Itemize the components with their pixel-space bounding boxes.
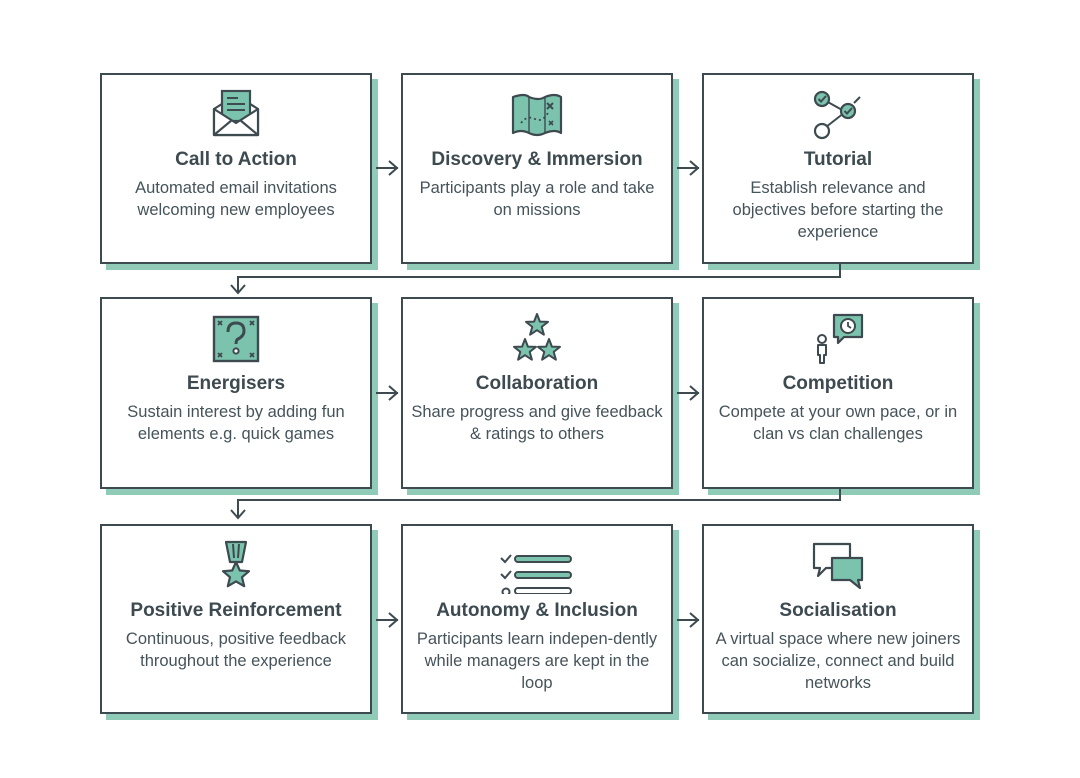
medal-icon [208, 538, 264, 594]
step-title: Discovery & Immersion [431, 149, 643, 170]
connector-arrow [677, 612, 700, 628]
connector-arrow [677, 385, 700, 401]
step-card-collaboration: Collaboration Share progress and give fe… [401, 297, 673, 489]
question-block-icon [208, 311, 264, 367]
step-card-competition: Competition Compete at your own pace, or… [702, 297, 974, 489]
step-title: Energisers [186, 373, 286, 394]
step-card-call-to-action: Call to Action Automated email invitatio… [100, 73, 372, 264]
step-card-tutorial: Tutorial Establish relevance and objecti… [702, 73, 974, 264]
step-description: Automated email invitations welcoming ne… [135, 179, 337, 219]
step-description: Participants learn indepen-dently while … [416, 630, 658, 692]
step-title: Call to Action [175, 149, 297, 170]
step-title: Tutorial [803, 149, 873, 170]
step-card-positive-reinforcement: Positive Reinforcement Continuous, posit… [100, 524, 372, 714]
step-title: Collaboration [475, 373, 599, 394]
three-stars-icon [509, 311, 565, 367]
chat-bubbles-icon [810, 538, 866, 594]
step-card-socialisation: Socialisation A virtual space where new … [702, 524, 974, 714]
step-title: Competition [782, 373, 894, 394]
step-description: Compete at your own pace, or in clan vs … [718, 403, 958, 443]
connector-arrow [376, 612, 399, 628]
connector-arrow [376, 385, 399, 401]
step-card-energisers: Energisers Sustain interest by adding fu… [100, 297, 372, 489]
step-description: Share progress and give feedback & ratin… [411, 403, 663, 443]
step-title: Positive Reinforcement [130, 600, 342, 621]
connector-arrow [230, 264, 841, 295]
step-title: Autonomy & Inclusion [436, 600, 638, 621]
person-clock-icon [810, 311, 866, 367]
step-description: Participants play a role and take on mis… [419, 179, 655, 219]
checklist-icon [497, 538, 577, 594]
envelope-icon [208, 87, 264, 143]
treasure-map-icon [509, 87, 565, 143]
step-description: Sustain interest by adding fun elements … [127, 403, 345, 443]
checkpoint-path-icon [810, 87, 866, 143]
step-description: A virtual space where new joiners can so… [715, 630, 961, 692]
step-description: Continuous, positive feedback throughout… [125, 630, 347, 670]
connector-arrow [677, 160, 700, 176]
connector-arrow [376, 160, 399, 176]
connector-arrow [230, 489, 841, 520]
step-description: Establish relevance and objectives befor… [732, 179, 944, 241]
step-card-discovery-immersion: Discovery & Immersion Participants play … [401, 73, 673, 264]
step-title: Socialisation [779, 600, 897, 621]
step-card-autonomy-inclusion: Autonomy & Inclusion Participants learn … [401, 524, 673, 714]
